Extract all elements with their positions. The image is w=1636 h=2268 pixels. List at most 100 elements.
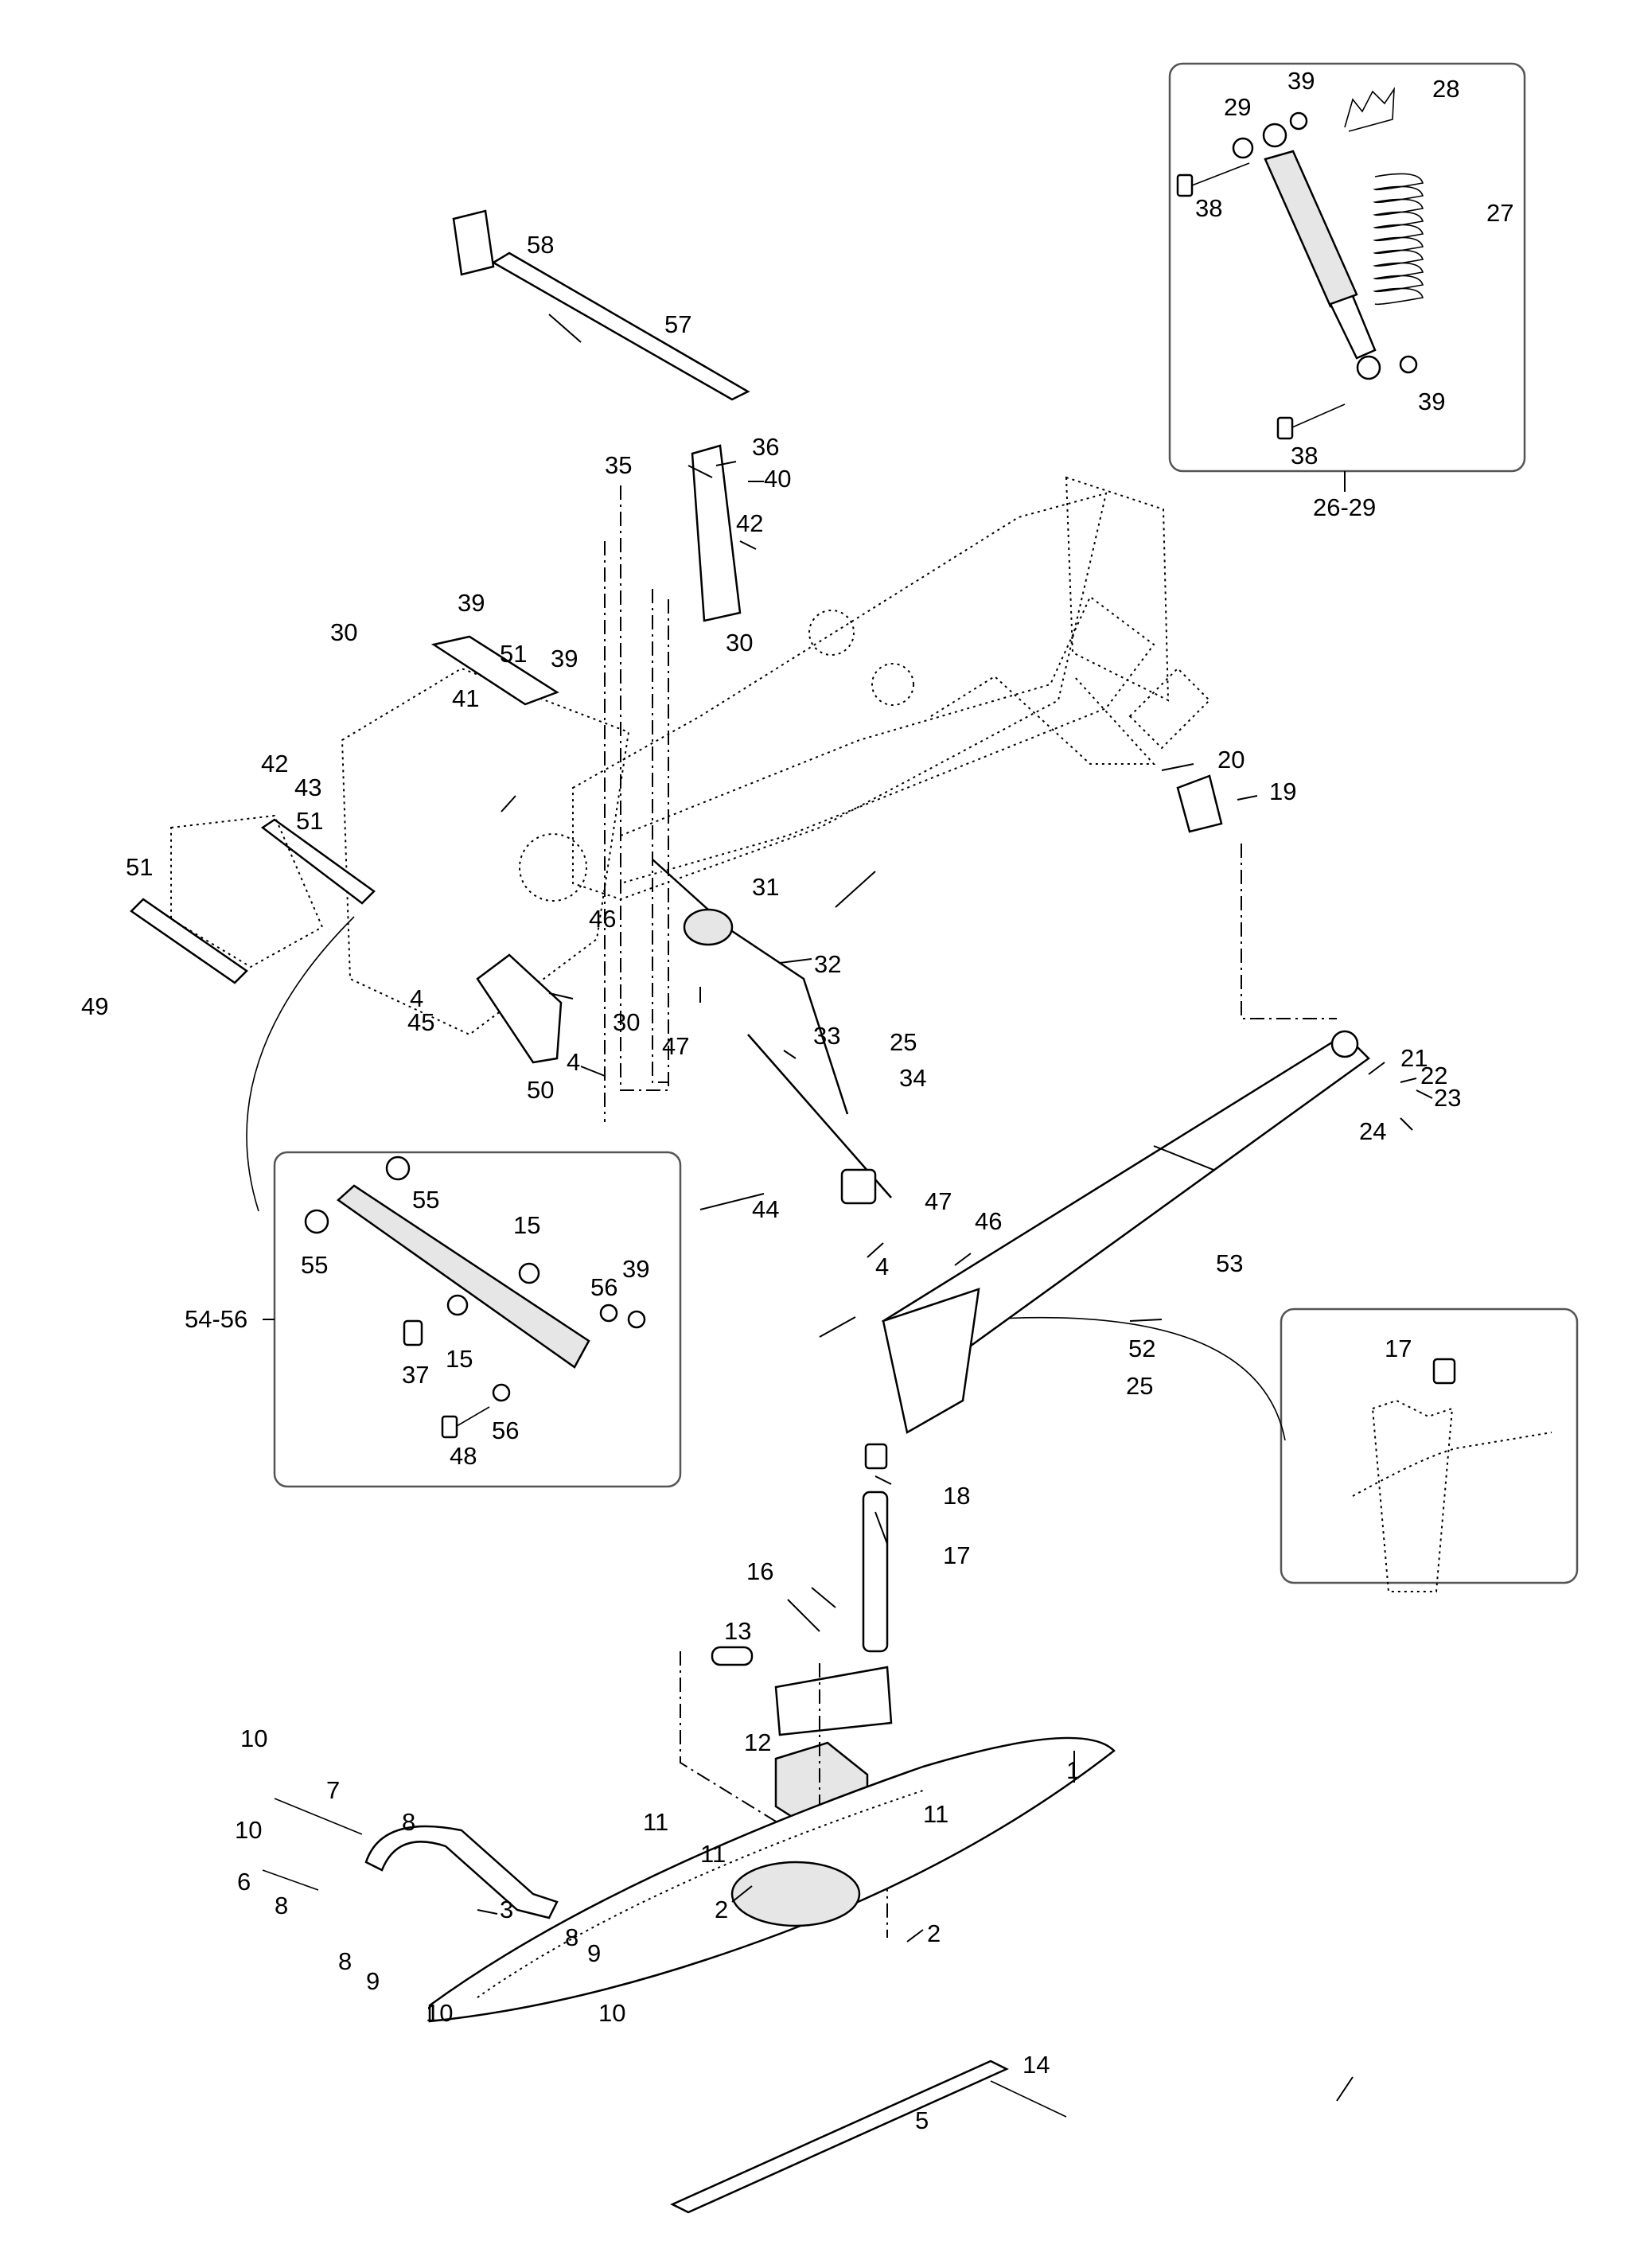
bushing-detail-inset (962, 1307, 1579, 1592)
callout-51: 51 (296, 807, 323, 835)
callout-8: 8 (565, 1923, 578, 1951)
callout-55: 55 (412, 1186, 439, 1214)
callout-labels: 1 2 2 3 4 4 4 5 6 7 8 8 8 8 9 9 10 10 10… (81, 67, 1513, 2134)
callout-20: 20 (1217, 746, 1245, 774)
pin (711, 1646, 754, 1666)
callout-39: 39 (458, 589, 485, 617)
callout-33: 33 (813, 1022, 840, 1050)
callout-46: 46 (589, 905, 616, 933)
callout-52: 52 (1128, 1335, 1155, 1362)
callout-36: 36 (752, 433, 779, 461)
callout-34: 34 (899, 1064, 926, 1092)
callout-7: 7 (326, 1776, 340, 1804)
spring-guide (1344, 87, 1395, 132)
spindle-bushing (864, 1443, 888, 1470)
callout-49: 49 (81, 992, 108, 1020)
callout-13: 13 (724, 1617, 751, 1645)
callout-45: 45 (407, 1008, 434, 1036)
callout-16: 16 (746, 1557, 773, 1585)
callout-4: 4 (410, 984, 423, 1012)
callout-39: 39 (1287, 67, 1315, 95)
upright-bracket (691, 444, 742, 622)
wear-bar (670, 2060, 1009, 2214)
callout-6: 6 (237, 1868, 251, 1896)
callout-28: 28 (1432, 75, 1459, 103)
spindle (774, 1491, 893, 1736)
callout-11: 11 (700, 1840, 726, 1868)
link-arm (337, 1184, 590, 1369)
callout-8: 8 (402, 1808, 415, 1836)
callout-30: 30 (613, 1008, 640, 1036)
steering-pivot (683, 908, 734, 946)
callout-51: 51 (500, 640, 527, 668)
callout-leaders (246, 314, 1433, 2102)
ski-handle (364, 1825, 559, 1919)
callout-39: 39 (551, 645, 578, 672)
callout-44: 44 (752, 1195, 779, 1223)
ski-bolt-upper (274, 1798, 363, 1835)
link-arm-inset: 54-56 (185, 1151, 682, 1488)
callout-38: 38 (1291, 442, 1318, 470)
svg-text:54-56: 54-56 (185, 1305, 247, 1333)
callout-32: 32 (814, 950, 841, 978)
callout-9: 9 (366, 1967, 380, 1995)
ski-bolt-lower (262, 1869, 319, 1891)
callout-48: 48 (450, 1442, 477, 1470)
callout-25: 25 (890, 1028, 917, 1056)
callout-18: 18 (943, 1482, 970, 1510)
callout-39: 39 (622, 1255, 649, 1283)
callout-41: 41 (452, 684, 479, 712)
coil-spring (1373, 173, 1424, 306)
callout-53: 53 (1216, 1249, 1243, 1277)
callout-8: 8 (275, 1892, 288, 1919)
a-arm (881, 1030, 1370, 1434)
svg-text:26-29: 26-29 (1313, 493, 1376, 521)
callout-23: 23 (1434, 1084, 1461, 1112)
callout-46: 46 (975, 1207, 1002, 1235)
callout-11: 11 (643, 1808, 668, 1836)
callout-1: 1 (1066, 1756, 1080, 1784)
steering-arm (652, 859, 849, 1115)
callout-22: 22 (1420, 1062, 1447, 1089)
callout-42: 42 (261, 750, 288, 777)
callout-35: 35 (605, 451, 632, 479)
callout-56: 56 (590, 1273, 617, 1301)
callout-2: 2 (927, 1919, 941, 1947)
callout-17: 17 (1385, 1335, 1412, 1362)
callout-30: 30 (726, 629, 753, 657)
callout-43: 43 (294, 774, 321, 801)
callout-21: 21 (1400, 1044, 1428, 1072)
callout-17: 17 (943, 1541, 970, 1569)
callout-39: 39 (1418, 388, 1445, 415)
link-bolt (441, 1406, 490, 1439)
callout-11: 11 (923, 1800, 948, 1828)
callout-2: 2 (715, 1896, 728, 1923)
steering-block (840, 1168, 877, 1205)
shock-nut-lower (1399, 355, 1418, 374)
wear-bar-bolt (990, 2080, 1067, 2118)
callout-10: 10 (598, 1999, 625, 2027)
shock-bolt-upper (1176, 162, 1250, 197)
callout-27: 27 (1486, 199, 1513, 227)
shock-bolt-lower (1276, 403, 1346, 440)
callout-58: 58 (527, 231, 554, 259)
callout-47: 47 (925, 1187, 952, 1215)
callout-25: 25 (1126, 1372, 1153, 1400)
callout-31: 31 (752, 873, 779, 901)
callout-8: 8 (338, 1947, 352, 1975)
callout-37: 37 (402, 1361, 429, 1389)
callout-51: 51 (126, 853, 153, 881)
cross-brace (452, 209, 750, 401)
callout-10: 10 (235, 1816, 262, 1844)
shock-nut-upper (1289, 111, 1308, 131)
shock-absorber (1232, 123, 1381, 380)
callout-10: 10 (240, 1724, 267, 1752)
callout-50: 50 (527, 1076, 554, 1104)
callout-30: 30 (330, 618, 357, 646)
callout-9: 9 (587, 1939, 601, 1967)
callout-57: 57 (664, 310, 691, 338)
chassis-frame (341, 476, 1211, 1036)
callout-14: 14 (1022, 2051, 1050, 2079)
callout-4: 4 (875, 1253, 889, 1280)
